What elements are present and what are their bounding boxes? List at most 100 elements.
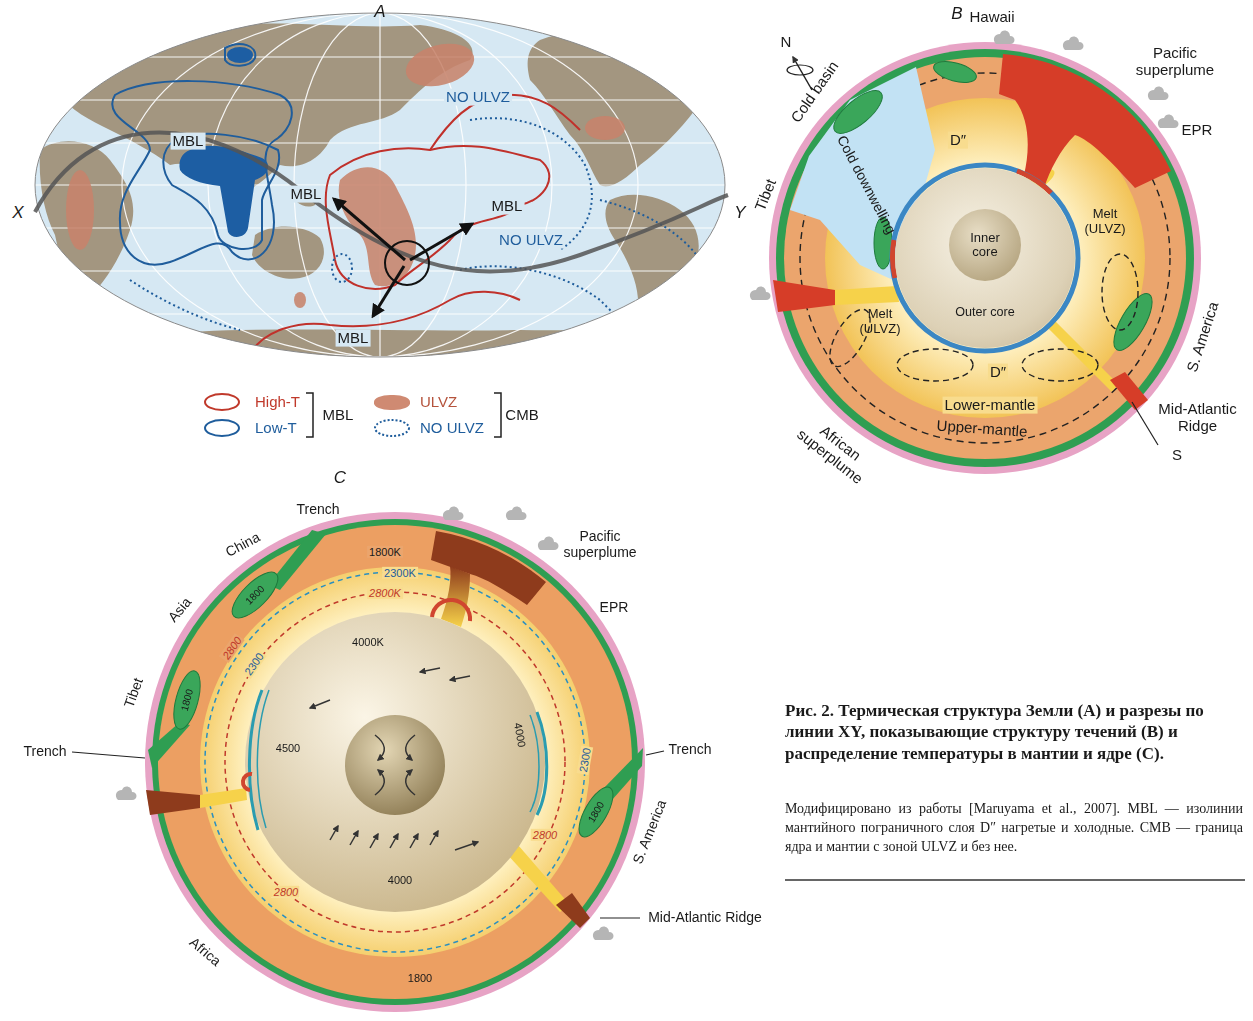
- figure-label: Trench: [668, 742, 711, 758]
- temperature-section-c: [375, 770, 384, 795]
- world-map: [294, 292, 306, 308]
- temperature-section-c: [406, 770, 415, 795]
- world-map: [470, 118, 592, 250]
- world-map: [66, 170, 94, 250]
- flow-section-b: [750, 30, 1201, 474]
- temperature-section-c: [158, 525, 632, 999]
- flow-section-b: [897, 349, 973, 381]
- figure-label: 4000: [388, 874, 412, 886]
- temperature-section-c: [310, 668, 478, 850]
- flow-section-b: [835, 286, 899, 305]
- temperature-section-c: [538, 536, 559, 550]
- flow-section-b: [994, 30, 1015, 44]
- temperature-section-c: [169, 668, 206, 732]
- legend-samples: [306, 393, 313, 437]
- world-map: [130, 280, 240, 330]
- legend-samples: [205, 420, 239, 436]
- temperature-section-c: [249, 690, 262, 830]
- temperature-section-c: [375, 735, 384, 760]
- figure-title: Рис. 2. Термическая структура Земли (A) …: [785, 700, 1243, 764]
- flow-section-b: [776, 49, 1194, 467]
- figure-label: B: [951, 4, 962, 23]
- flow-section-b: [1158, 114, 1179, 128]
- temperature-section-c: [116, 786, 137, 800]
- figure-label: D″: [988, 364, 1008, 381]
- figure-label: EPR: [1182, 122, 1213, 139]
- figure-label: Trench: [23, 744, 66, 760]
- temperature-section-c: [245, 612, 545, 912]
- figure-caption: Модифицировано из работы [Maruyama et al…: [785, 800, 1243, 857]
- figure-label: Trench: [296, 502, 339, 518]
- temperature-section-c: [506, 506, 527, 520]
- temperature-section-c: [432, 600, 470, 621]
- world-map: [35, 133, 728, 272]
- world-map: [150, 320, 700, 370]
- temperature-section-c: [257, 690, 539, 828]
- figure-label: Mid-Atlantic Ridge: [645, 910, 765, 926]
- figure-label: MBL: [490, 198, 525, 215]
- world-map: [605, 195, 698, 341]
- temperature-section-c: [593, 926, 614, 940]
- temperature-section-c: [72, 506, 664, 1012]
- figure-label: 2800: [531, 829, 559, 841]
- world-map: [30, 10, 730, 370]
- temperature-section-c: [556, 893, 590, 928]
- temperature-section-c: [350, 831, 358, 845]
- figure-label: Y: [734, 203, 745, 222]
- legend-swatch: [374, 395, 410, 410]
- temperature-section-c: [390, 834, 398, 848]
- world-map: [225, 44, 255, 66]
- figure-label: Melt (ULVZ): [854, 307, 906, 336]
- flow-section-b: [750, 286, 771, 300]
- figure-label: 2300K: [382, 567, 418, 579]
- figure-label: CMB: [505, 407, 538, 424]
- world-map: [585, 116, 625, 140]
- figure-label: Pacific superplume: [1125, 45, 1225, 79]
- figure-label: 4000K: [352, 636, 384, 648]
- world-map: [30, 10, 730, 370]
- figure-label: NO ULVZ: [497, 232, 565, 249]
- temperature-section-c: [249, 690, 546, 830]
- temperature-section-c: [225, 592, 565, 932]
- world-map: [410, 224, 472, 260]
- temperature-section-c: [600, 917, 640, 918]
- temperature-section-c: [431, 531, 546, 605]
- world-map: [30, 56, 730, 57]
- world-map: [30, 142, 730, 143]
- figure-label: EPR: [600, 600, 629, 616]
- temperature-section-c: [152, 519, 638, 1005]
- legend-text: Low-T: [255, 420, 297, 437]
- temperature-section-c: [646, 751, 664, 755]
- figure-label: N: [781, 34, 792, 51]
- world-map: [40, 24, 713, 370]
- world-map: [112, 81, 292, 264]
- temperature-section-c: [146, 790, 200, 815]
- flow-section-b: [1063, 36, 1084, 50]
- flow-section-b: [1107, 288, 1160, 355]
- temperature-section-c: [200, 567, 590, 957]
- world-map: [250, 292, 520, 355]
- temperature-section-c: [430, 831, 438, 845]
- world-map: [250, 95, 580, 355]
- world-map: [373, 266, 404, 316]
- world-map: [227, 47, 253, 63]
- temperature-section-c: [410, 834, 418, 848]
- figure-label: MBL: [171, 133, 206, 150]
- world-map: [401, 37, 479, 94]
- flow-section-b: [892, 165, 1078, 351]
- figure-label: 1800: [408, 972, 432, 984]
- temperature-section-c: [443, 506, 464, 520]
- figure-label: A: [374, 2, 385, 21]
- temperature-section-c: [530, 715, 539, 812]
- figure-label: MBL: [289, 186, 324, 203]
- world-map: [30, 99, 730, 100]
- flow-section-b: [1148, 86, 1169, 100]
- world-map: [112, 44, 292, 264]
- temperature-section-c: [225, 565, 284, 624]
- legend-samples: [494, 393, 501, 437]
- temperature-section-c: [572, 782, 619, 841]
- figure-label: Lower-mantle: [943, 397, 1038, 414]
- legend-text: ULVZ: [420, 394, 457, 411]
